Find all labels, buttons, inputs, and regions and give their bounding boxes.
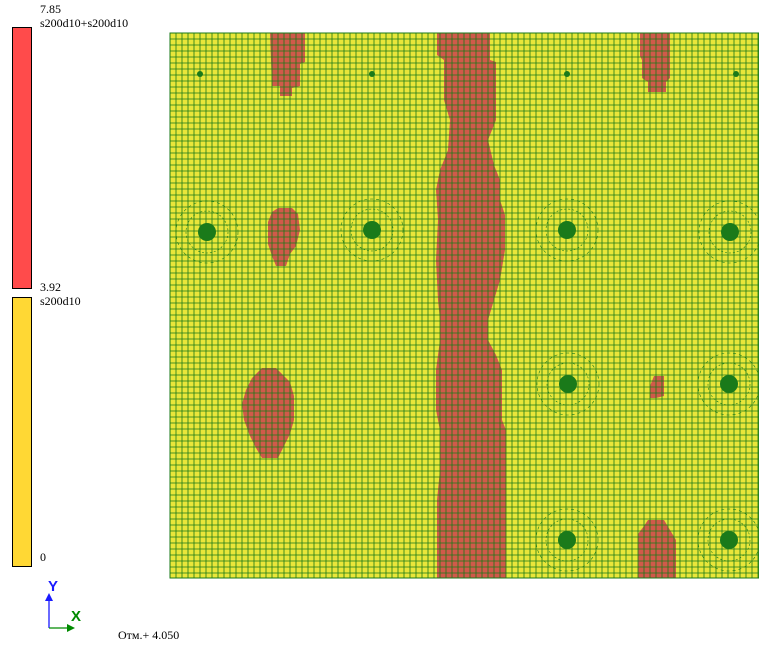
mesh-grid [169,32,759,579]
refinement-ring [698,200,759,264]
axis-x-label: X [71,608,82,625]
refinement-ring [536,352,600,416]
legend-swatch-high [12,27,32,289]
column-node [720,531,738,549]
refinement-ring [707,518,751,562]
refinement-ring [697,508,759,572]
refinement-ring [545,518,589,562]
zone-top-right [640,33,670,92]
column-node [558,221,576,239]
refinement-ring [707,362,751,406]
refinement-ring [175,200,239,264]
column-node [363,221,381,239]
legend-mid-value: 3.92 [40,280,61,294]
legend-high-range-name: s200d10+s200d10 [40,16,129,30]
axis-y-label: Y [48,578,59,595]
refinement-ring [340,198,404,262]
refinement-ring [535,198,599,262]
column-node [558,531,576,549]
axis-triad [45,593,75,632]
legend-swatch-low [12,297,32,567]
refinement-ring [697,352,759,416]
column-node [559,375,577,393]
zone-central-strip [436,33,506,578]
legend-max-value: 7.85 [40,2,61,16]
refinement-ring [546,362,590,406]
column-node [720,375,738,393]
refinement-ring [535,508,599,572]
refinement-ring [708,210,752,254]
column-node [733,71,739,77]
column-node [198,223,216,241]
legend-low-range-name: s200d10 [40,294,81,308]
column-node [721,223,739,241]
refinement-ring [185,210,229,254]
slab-outline [169,32,759,579]
refinement-ring [350,208,394,252]
elevation-label: Отм.+ 4.050 [118,628,180,642]
zone-left-lower [242,368,294,458]
legend-min-value: 0 [40,550,46,564]
column-nodes [175,71,759,572]
refinement-ring [545,208,589,252]
column-node [369,71,375,77]
column-node [197,71,203,77]
column-node [564,71,570,77]
